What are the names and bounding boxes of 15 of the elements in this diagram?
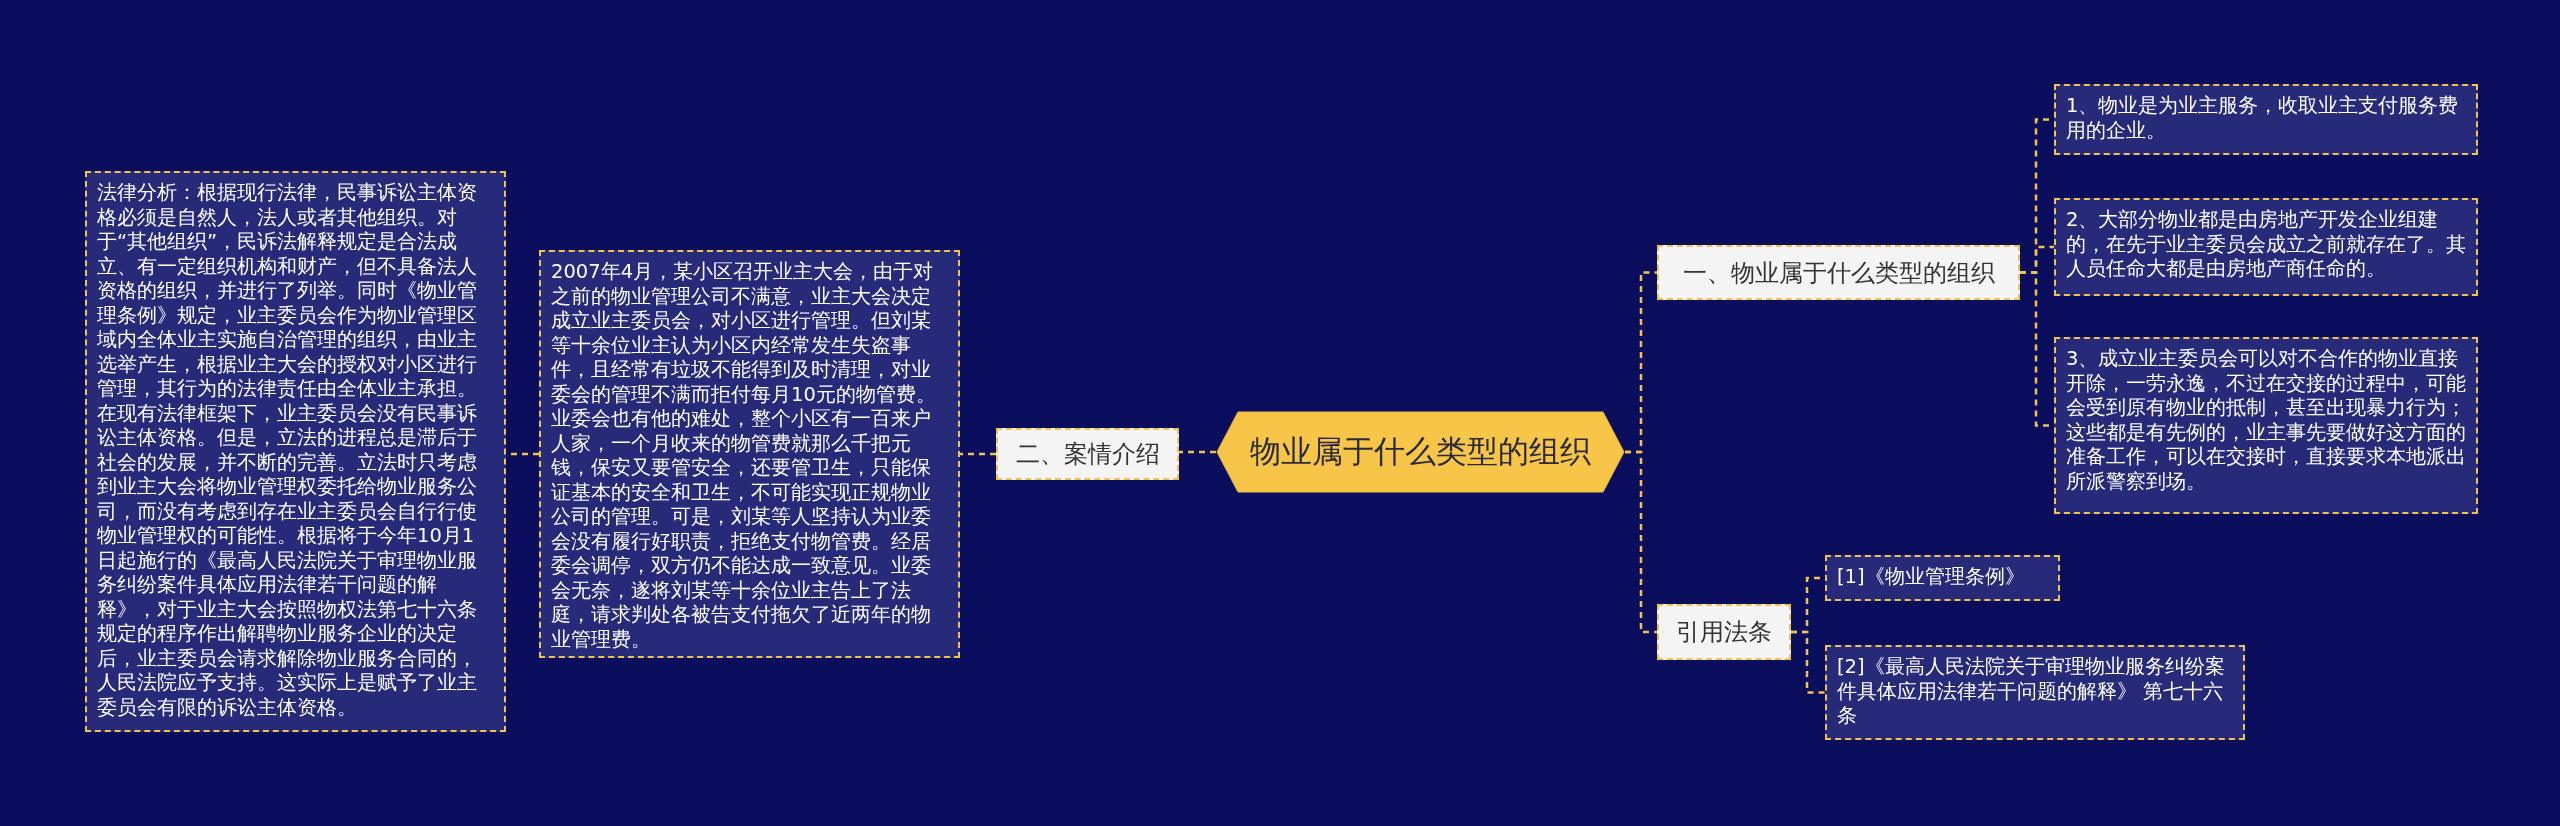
connector-line xyxy=(960,452,996,456)
topic-box: 引用法条 xyxy=(1657,604,1791,660)
topic-box: 一、物业属于什么类型的组织 xyxy=(1657,245,2020,300)
topic-box: 二、案情介绍 xyxy=(996,428,1179,480)
text-box: [2]《最高人民法院关于审理物业服务纠纷案件具体应用法律若干问题的解释》 第七十六条 xyxy=(1825,645,2245,740)
connector-line xyxy=(1791,630,1825,694)
text-box: 法律分析：根据现行法律，民事诉讼主体资格必须是自然人，法人或者其他组织。对于“其他组织”，民诉法解释规定是合法成立、有一定组织机构和财产，但不具备法人资格的组织，并进行了列举。同时《物业管理条例》规定，业主委员会作为物业管理区域内全体业主实施自治管理的组织，由业主选举产生，根据业主大会的授权对小区进行管理，其行为的法律责任由全体业主承担。在现有法律框架下，业主委员会没有民事诉讼主体资格。但是，立法的进程总是滞后于社会的发展，并不断的完善。立法时只考虑到业主大会将物业管理权委托给物业服务公司，而没有考虑到存在业主委员会自行行使物业管理权的可能性。根据将于今年10月1日起施行的《最高人民法院关于审理物业服务纠纷案件具体应用法律若干问题的解释》，对于业主大会按照物权法第七十六条规定的程序作出解聘物业服务企业的决定后，业主委员会请求解除物业服务合同的，人民法院应予支持。这实际上是赋予了业主委员会有限的诉讼主体资格。 xyxy=(85,171,506,732)
text-box: 2007年4月，某小区召开业主大会，由于对之前的物业管理公司不满意，业主大会决定成立业主委员会，对小区进行管理。但刘某等十余位业主认为小区内经常发生失盗事件，且经常有垃圾不能得到及时清理，对业委会的管理不满而拒付每月10元的物管费。业委会也有他的难处，整个小区有一百来户人家，一个月收来的物管费就那么千把元钱，保安又要管安全，还要管卫生，只能保证基本的安全和卫生，不可能实现正规物业公司的管理。可是，刘某等人坚持认为业委会没有履行好职责，拒绝支付物管费。经居委会调停，双方仍不能达成一致意见。业委会无奈，遂将刘某等十余位业主告上了法庭，请求判处各被告支付拖欠了近两年的物业管理费。 xyxy=(539,250,960,658)
text-box: 1、物业是为业主服务，收取业主支付服务费用的企业。 xyxy=(2054,84,2478,155)
text-box: [1]《物业管理条例》 xyxy=(1825,555,2060,601)
text-box: 2、大部分物业都是由房地产开发企业组建的，在先于业主委员会成立之前就存在了。其人员任命大都是由房地产商任命的。 xyxy=(2054,198,2478,296)
text-box: 3、成立业主委员会可以对不合作的物业直接开除，一劳永逸，不过在交接的过程中，可能会受到原有物业的抵制，甚至出现暴力行为；这些都是有先例的，业主事先要做好这方面的准备工作，可以在交接时，直接要求本地派出所派警察到场。 xyxy=(2054,337,2478,514)
connector-line xyxy=(1179,450,1216,454)
central-topic: 物业属于什么类型的组织 xyxy=(1216,411,1625,493)
connector-line xyxy=(1625,450,1657,634)
